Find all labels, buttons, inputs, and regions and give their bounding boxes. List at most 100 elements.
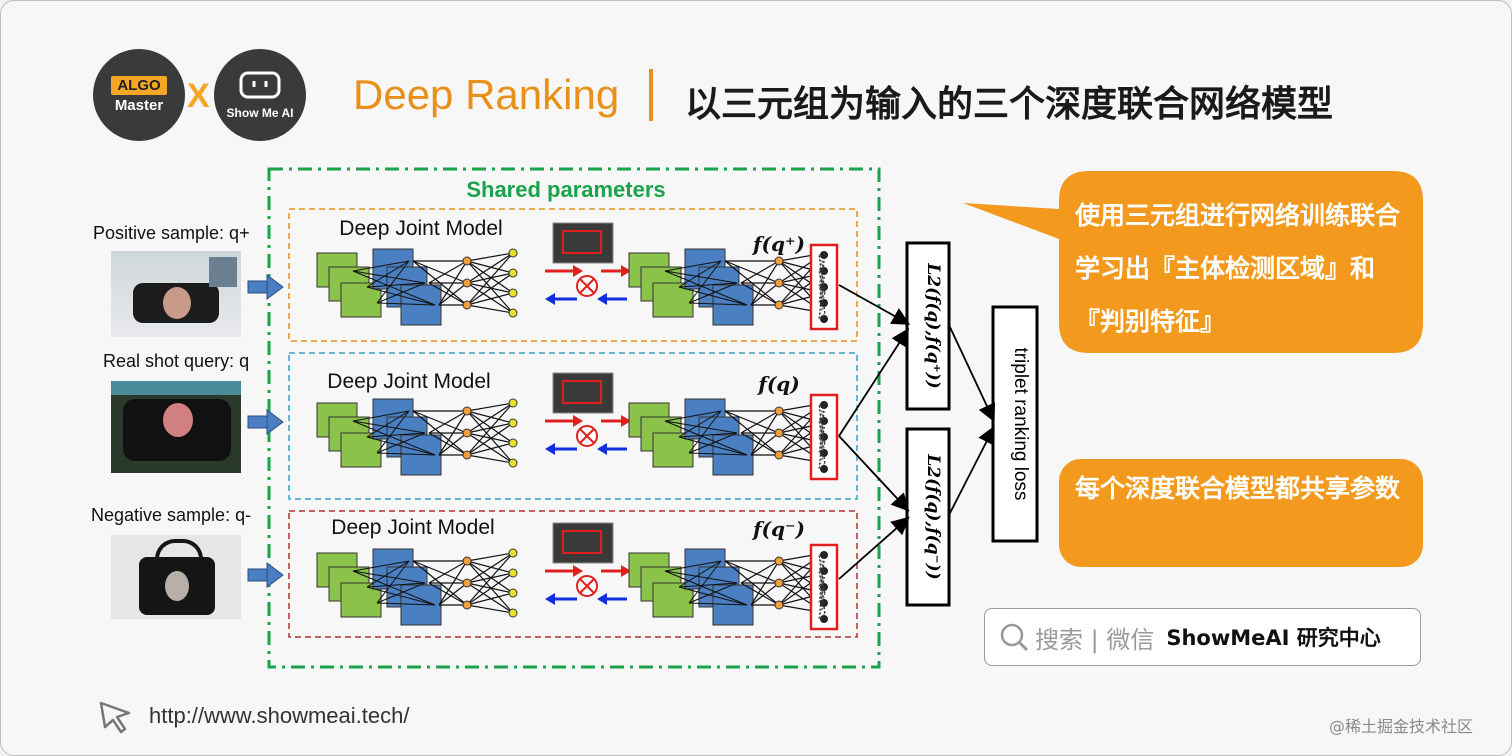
model-label-negative: Deep Joint Model	[331, 516, 494, 539]
positive-right-edge	[678, 286, 748, 306]
positive-left-output-node	[508, 288, 518, 298]
query-feature-node	[820, 401, 828, 409]
edge-query-l2bottom	[838, 435, 910, 512]
l2-box-top	[905, 241, 951, 411]
branch-border-negative	[288, 510, 858, 638]
query-left-fc-edge	[466, 402, 514, 456]
positive-left-fc-edge	[412, 260, 468, 284]
positive-detect-thumb	[552, 222, 614, 264]
positive-right-green-block	[652, 282, 694, 318]
wechat-search-box[interactable]: 搜索 | 微信 ShowMeAI 研究中心	[984, 608, 1421, 666]
positive-left-hidden-node	[462, 256, 472, 266]
negative-feature-edge	[818, 570, 826, 614]
positive-feature-edge	[818, 312, 826, 320]
negative-left-fc-edge	[466, 582, 514, 594]
positive-right-edge	[664, 260, 722, 272]
negative-feature-edge	[818, 570, 826, 574]
positive-left-output-node	[508, 268, 518, 278]
negative-feature-edge	[818, 592, 826, 620]
negative-left-hidden-node	[462, 556, 472, 566]
query-left-fc-edge	[466, 410, 514, 424]
positive-feature-edge	[818, 286, 826, 314]
query-feature-edge	[818, 442, 826, 470]
logo-algo-tag: ALGO	[111, 76, 167, 95]
positive-left-output-node	[508, 308, 518, 318]
positive-left-edge	[366, 282, 426, 288]
query-right-edge	[688, 452, 748, 456]
negative-left-fc-edge	[412, 560, 468, 584]
negative-right-edge	[664, 560, 722, 572]
positive-right-edge	[688, 282, 738, 304]
negative-right-edge	[664, 570, 748, 606]
positive-left-fc-edge	[466, 292, 514, 306]
query-left-output-node	[508, 398, 518, 408]
query-left-edge	[352, 420, 426, 434]
query-left-fc-edge	[466, 410, 514, 444]
negative-left-edge	[366, 582, 426, 588]
logo-show-sub: Show Me AI	[226, 106, 294, 120]
positive-blue-arrowhead	[597, 293, 607, 305]
query-left-edge	[376, 432, 426, 454]
query-left-fc-edge	[466, 422, 514, 434]
query-left-fc-edge	[466, 402, 514, 434]
positive-right-edge	[678, 282, 738, 288]
query-right-edge	[678, 410, 722, 438]
query-left-fc-edge	[466, 410, 514, 464]
positive-right-edge	[688, 260, 722, 304]
positive-left-edge	[376, 282, 426, 304]
query-feature-edge	[818, 436, 826, 464]
edge-l2top-loss	[948, 324, 996, 423]
positive-left-fc-edge	[466, 282, 514, 314]
negative-right-hidden-node	[774, 556, 784, 566]
negative-left-fc-edge	[466, 572, 514, 606]
callout-bottom-shape	[1059, 459, 1423, 567]
shared-parameters-border	[267, 167, 881, 669]
positive-red-arrowhead	[573, 265, 583, 277]
query-left-fc-edge	[438, 432, 468, 456]
positive-left-edge	[352, 260, 410, 272]
positive-left-fc-edge	[438, 282, 468, 306]
query-left-edge	[376, 452, 436, 456]
positive-feature-edge	[818, 270, 826, 314]
footer-url-link[interactable]: http://www.showmeai.tech/	[149, 703, 410, 728]
query-left-fc-edge	[466, 402, 514, 412]
callout-top-text: 使用三元组进行网络训练联合学习出『主体检测区域』和『判别特征』	[1075, 201, 1401, 336]
positive-feature-edge	[818, 252, 826, 256]
branch-border-query	[288, 352, 858, 500]
positive-feature-node	[820, 251, 828, 259]
negative-feature-edge	[818, 552, 826, 572]
negative-right-edge	[664, 570, 738, 584]
negative-left-fc-edge	[466, 552, 514, 606]
positive-feature-edge	[818, 254, 826, 274]
negative-right-fc-edge	[750, 560, 780, 606]
negative-left-fc-edge	[466, 604, 514, 614]
query-left-fc-edge	[466, 432, 514, 464]
positive-right-edge	[664, 270, 738, 284]
positive-left-fc-edge	[466, 252, 514, 262]
query-left-hidden-node	[462, 428, 472, 438]
positive-detect-box	[562, 230, 602, 254]
negative-left-edge	[376, 582, 426, 604]
positive-left-fc-edge	[428, 260, 468, 284]
f-label-positive: f(q⁺)	[751, 232, 805, 256]
query-right-edge	[688, 432, 738, 454]
positive-left-fc-edge	[466, 282, 514, 294]
negative-red-arrowhead	[621, 565, 631, 577]
negative-left-fc-edge	[466, 572, 514, 584]
l2-box-bottom	[905, 427, 951, 607]
positive-left-edge	[376, 260, 410, 304]
positive-left-fc-edge	[466, 304, 514, 314]
positive-feature-edge	[818, 272, 826, 288]
positive-right-edge	[688, 302, 748, 306]
negative-left-edge	[352, 560, 410, 572]
negative-right-edge	[678, 582, 738, 588]
query-right-fc-edge	[740, 410, 780, 434]
positive-left-edge	[366, 260, 410, 288]
query-feature-edge	[818, 404, 826, 424]
positive-right-fc-edge	[724, 260, 780, 284]
negative-right-fc-edge	[724, 560, 780, 584]
positive-right-edge	[664, 270, 748, 306]
positive-left-fc-edge	[466, 252, 514, 284]
negative-feature-edge	[818, 554, 826, 594]
negative-left-fc-edge	[466, 592, 514, 606]
